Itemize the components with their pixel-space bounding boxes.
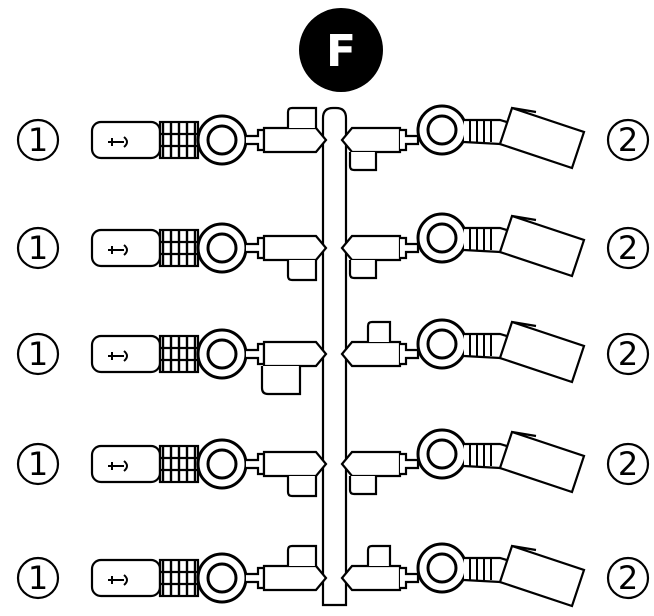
right-gate: [400, 128, 420, 152]
left-gate: [246, 236, 266, 260]
left-ring-inner: [206, 562, 238, 594]
right-number-circle: [606, 556, 650, 600]
right-blade-edge: [511, 430, 537, 438]
left-number-label: 1: [28, 229, 48, 267]
left-gate: [246, 566, 266, 590]
part-letter-badge: F: [299, 8, 383, 92]
badge-letter: F: [326, 26, 356, 77]
left-runner: [262, 564, 328, 592]
right-stub-tab: [348, 152, 378, 172]
left-number-circle: [16, 118, 60, 162]
left-number-label: 1: [28, 559, 48, 597]
right-gate: [400, 566, 420, 590]
right-blade-edge: [511, 106, 537, 114]
left-stub-tab: [286, 476, 318, 498]
left-stub-tab: [286, 544, 318, 566]
left-stub-tab: [286, 260, 318, 282]
right-runner: [340, 126, 402, 154]
left-emblem-icon: [108, 574, 128, 586]
left-runner: [262, 234, 328, 262]
right-blade-edge: [511, 214, 537, 222]
right-gate: [400, 452, 420, 476]
right-number-label: 2: [618, 335, 638, 373]
right-stub-tab: [366, 544, 392, 566]
right-number-label: 2: [618, 445, 638, 483]
left-stub-tab: [260, 366, 302, 396]
right-number-circle: [606, 332, 650, 376]
left-stub-tab: [286, 106, 318, 128]
right-number-label: 2: [618, 121, 638, 159]
right-ring-inner: [426, 552, 458, 584]
left-number-label: 1: [28, 445, 48, 483]
left-number-circle: [16, 226, 60, 270]
right-blade-plate: [498, 544, 586, 608]
right-gate: [400, 342, 420, 366]
right-blade-plate: [498, 106, 586, 170]
right-ring-inner: [426, 328, 458, 360]
right-blade-edge: [511, 320, 537, 328]
right-blade-edge: [511, 544, 537, 552]
right-number-circle: [606, 442, 650, 486]
left-number-circle: [16, 556, 60, 600]
right-blade-plate: [498, 320, 586, 384]
right-blade-plate: [498, 430, 586, 494]
right-stub-tab: [348, 260, 378, 280]
left-emblem-icon: [108, 460, 128, 472]
left-ring-inner: [206, 232, 238, 264]
right-number-circle: [606, 118, 650, 162]
left-runner: [262, 126, 328, 154]
left-gate: [246, 342, 266, 366]
right-number-label: 2: [618, 559, 638, 597]
left-gate: [246, 452, 266, 476]
left-number-circle: [16, 442, 60, 486]
left-runner: [262, 340, 328, 368]
right-stub-tab: [366, 320, 392, 342]
right-stub-tab: [348, 476, 378, 496]
left-emblem-icon: [108, 350, 128, 362]
right-runner: [340, 564, 402, 592]
left-number-circle: [16, 332, 60, 376]
right-gate: [400, 236, 420, 260]
right-runner: [340, 340, 402, 368]
right-runner: [340, 234, 402, 262]
right-ring-inner: [426, 114, 458, 146]
left-gate: [246, 128, 266, 152]
left-ring-inner: [206, 338, 238, 370]
left-runner: [262, 450, 328, 478]
left-emblem-icon: [108, 136, 128, 148]
left-ring-inner: [206, 448, 238, 480]
left-number-label: 1: [28, 121, 48, 159]
right-blade-plate: [498, 214, 586, 278]
center-sprue: [321, 106, 348, 607]
right-ring-inner: [426, 222, 458, 254]
left-ring-inner: [206, 124, 238, 156]
left-emblem-icon: [108, 244, 128, 256]
left-number-label: 1: [28, 335, 48, 373]
right-number-circle: [606, 226, 650, 270]
right-number-label: 2: [618, 229, 638, 267]
right-runner: [340, 450, 402, 478]
right-ring-inner: [426, 438, 458, 470]
